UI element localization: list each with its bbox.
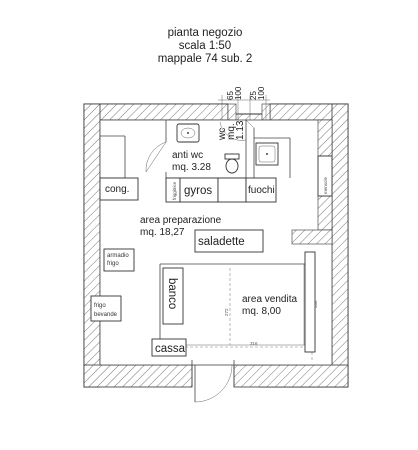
title-line-1: pianta negozio — [168, 27, 243, 39]
basin-icon — [255, 142, 279, 166]
dim-top-b1: 25 — [249, 91, 258, 100]
room-wc-value: 1.13 — [235, 120, 246, 140]
fixture-cassa-label: cassa — [155, 343, 186, 355]
wall-bottom-left — [83, 364, 193, 388]
room-preparazione-name: area preparazione — [140, 215, 222, 226]
fixture-armadio-frigo — [103, 248, 135, 272]
wall-notch — [291, 229, 333, 245]
fixture-gyros-label: gyros — [184, 185, 212, 197]
room-vendita-name: area vendita — [242, 294, 297, 305]
dim-inner-v1: 272 — [224, 308, 229, 316]
door-leaf — [145, 141, 167, 173]
dimension-top-a — [218, 95, 270, 120]
title-line-2: scala 1:50 — [179, 40, 231, 52]
fixture-mensole-label: mensole — [323, 176, 328, 194]
room-preparazione-area: mq. 18,27 — [140, 227, 185, 238]
door-swing — [219, 121, 247, 141]
fixture-fuochi — [245, 177, 277, 203]
entrance-door — [191, 360, 235, 403]
fixture-frigo-bevande — [90, 295, 122, 322]
sink-icon — [176, 123, 200, 143]
room-wc-area: mq. — [226, 123, 237, 140]
door-swing — [145, 141, 167, 173]
fixture-armadio-frigo-line2: frigo — [107, 261, 119, 267]
wall-bottom-right — [233, 364, 349, 388]
wall-notch — [317, 119, 333, 157]
dim-top-b2: 100 — [257, 86, 266, 100]
room-wc-name: wc — [217, 128, 228, 141]
dim-inner-h: 316 — [250, 341, 258, 346]
fixture-frigo-bevande-line2: bevande — [94, 312, 118, 318]
fixture-banco — [162, 267, 184, 325]
dim-top-a2: 100 — [234, 86, 243, 100]
fixture-cong-label: cong. — [105, 184, 129, 195]
wall-top-left — [83, 103, 229, 121]
wall-stub — [227, 103, 237, 121]
fixture-saladette — [194, 229, 264, 253]
fixture-fuochi-frame — [217, 177, 247, 203]
dim-inner-v2: 380 — [313, 300, 318, 308]
fixture-cassa — [151, 338, 187, 357]
fixture-armadio-frigo-line1: armadio — [107, 253, 129, 259]
wall-right — [331, 103, 349, 388]
display-shelf — [304, 251, 316, 353]
fixture-cong — [99, 177, 139, 201]
room-anti-wc-area: mq. 3.28 — [172, 162, 211, 173]
fixture-banco-label: banco — [166, 278, 178, 309]
fixture-gyros — [179, 177, 219, 203]
room-vendita-area: mq. 8,00 — [242, 306, 281, 317]
fixture-saladette-label: saladette — [198, 236, 245, 248]
fixture-frigo-bevande-line1: frigo — [94, 303, 106, 309]
fixture-fuochi-label: fuochi — [248, 185, 275, 196]
wall-notch — [317, 195, 333, 231]
fixture-mensole — [317, 155, 333, 197]
room-anti-wc-name: anti wc — [172, 150, 203, 161]
fixture-friggitrice-label: friggitrice — [172, 181, 177, 200]
wall-left — [83, 103, 101, 388]
toilet-icon — [224, 153, 240, 174]
title-line-3: mappale 74 sub. 2 — [158, 53, 253, 65]
dim-top-a1: 65 — [226, 91, 235, 100]
